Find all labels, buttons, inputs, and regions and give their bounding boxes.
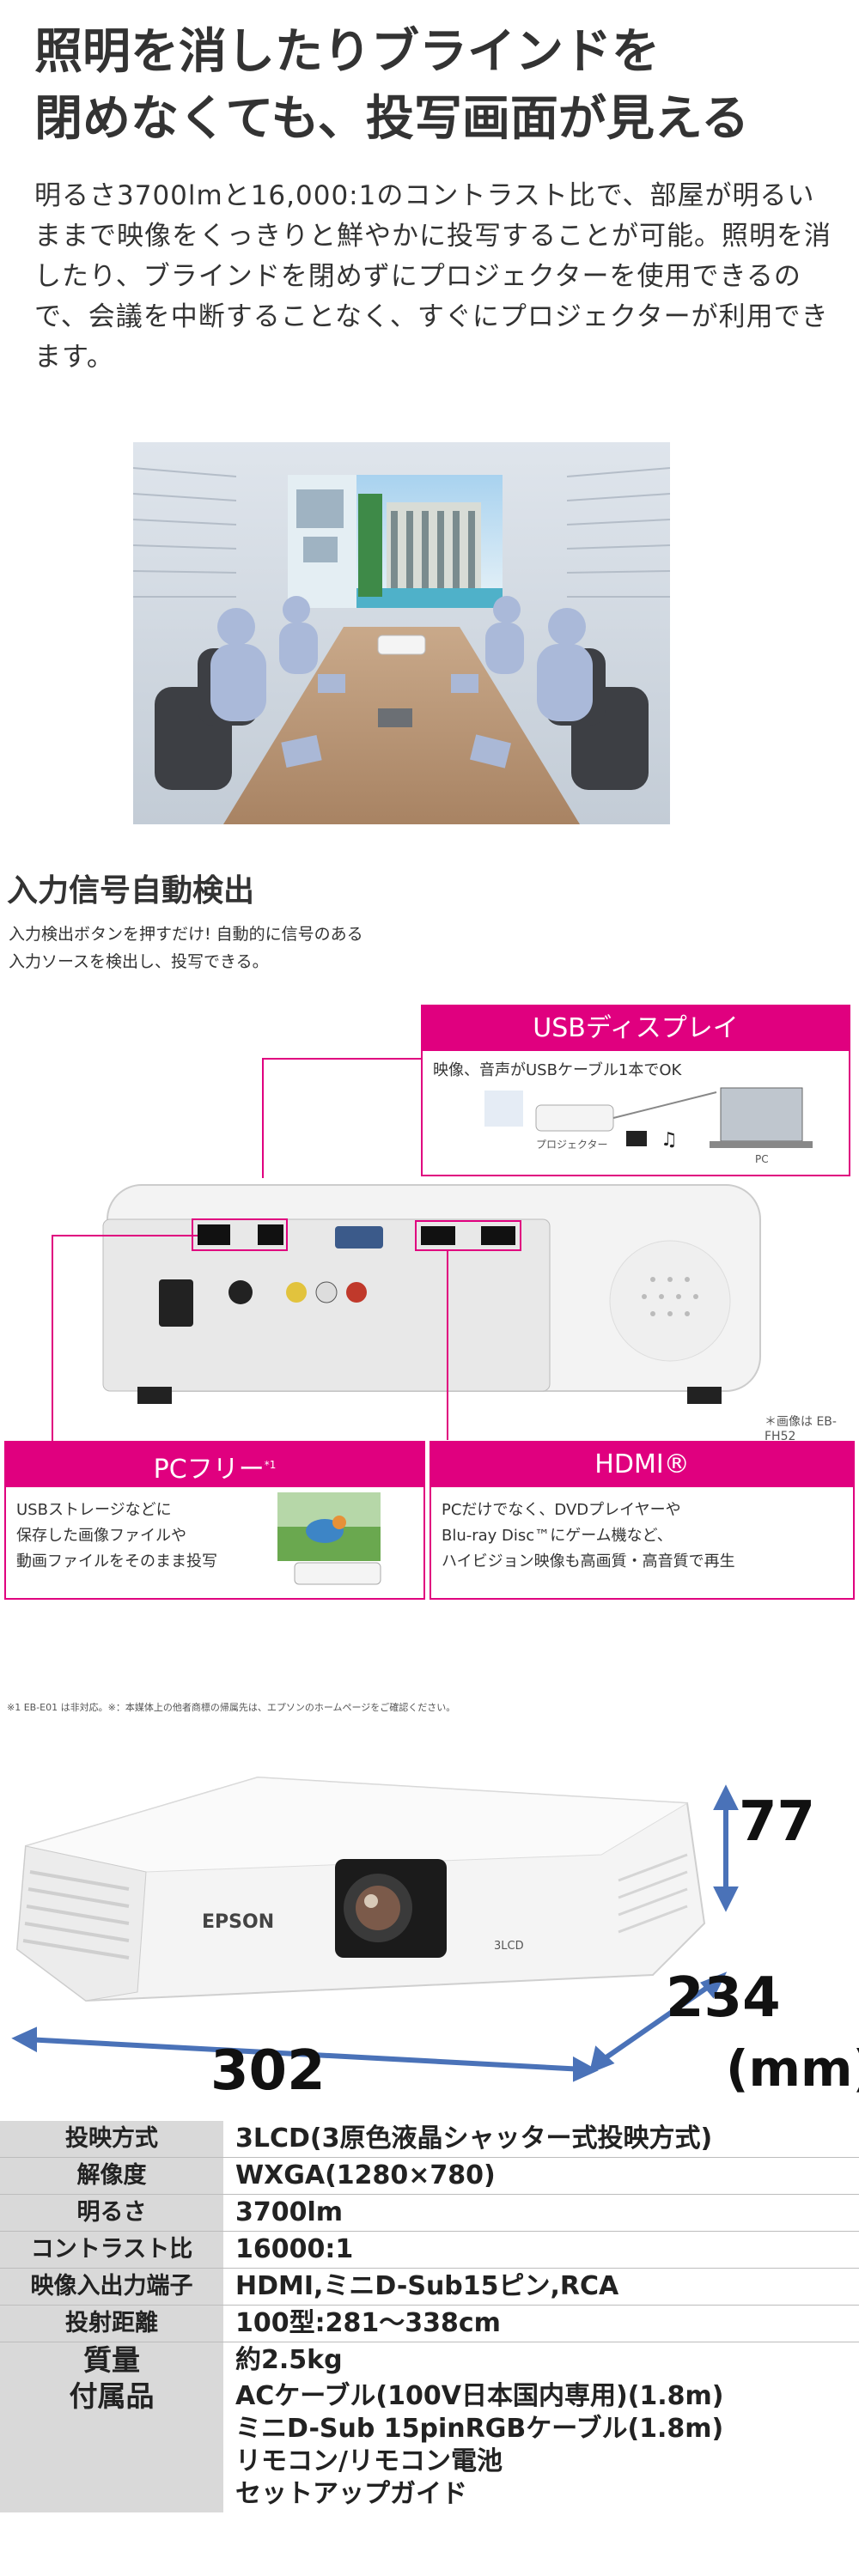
- usb-display-illustration: ♫ プロジェクター PC: [484, 1087, 813, 1165]
- spec-key: 付属品: [0, 2379, 223, 2512]
- footnote: ※1 EB-E01 は非対応。※：本媒体上の他者商標の帰属先は、エプソンのホーム…: [7, 1702, 456, 1713]
- spec-key: 投映方式: [0, 2121, 223, 2158]
- usb-connector-line: [262, 1058, 421, 1178]
- pc-free-body: USBストレージなどに 保存した画像ファイルや 動画ファイルをそのまま投写: [6, 1487, 423, 1585]
- spec-row: 解像度 WXGA(1280×780): [0, 2157, 859, 2195]
- image-note: ＊画像は EB-FH52: [765, 1415, 837, 1443]
- dimension-height: 77: [739, 1790, 816, 1854]
- spec-value: 3LCD(3原色液晶シャッター式投映方式): [223, 2121, 859, 2158]
- dimension-width: 302: [210, 2039, 326, 2103]
- spec-row: 質量 約2.5kg: [0, 2342, 859, 2379]
- spec-value: 約2.5kg: [235, 2345, 343, 2375]
- spec-row: 映像入出力端子 HDMI,ミニD-Sub15ピン,RCA: [0, 2268, 859, 2306]
- projector-front-illustration: EPSON 3LCD: [11, 1776, 739, 2082]
- hdmi-line3: ハイビジョン映像も高画質・高音質で再生: [442, 1552, 735, 1571]
- section-desc-line1: 入力検出ボタンを押すだけ! 自動的に信号のある: [9, 925, 363, 944]
- hdmi-connector-line: [447, 1249, 448, 1440]
- pc-free-line1: USBストレージなどに: [16, 1501, 172, 1519]
- spec-value: 3700lm: [223, 2194, 859, 2232]
- pc-free-line2: 保存した画像ファイルや: [16, 1527, 186, 1545]
- accessory-item: セットアップガイド: [235, 2479, 467, 2509]
- spec-value: 100型:281～338cm: [223, 2305, 859, 2342]
- headline: 照明を消したりブラインドを 閉めなくても、投写画面が見える: [34, 19, 842, 153]
- spec-value-list: ACケーブル(100V日本国内専用)(1.8m) ミニD-Sub 15pinRG…: [223, 2379, 859, 2512]
- headline-line1: 照明を消したりブラインドを: [34, 24, 660, 80]
- spec-key: 明るさ: [0, 2194, 223, 2232]
- spec-table: 投映方式 3LCD(3原色液晶シャッター式投映方式) 解像度 WXGA(1280…: [0, 2121, 859, 2512]
- pc-free-card: PCフリー*1 USBストレージなどに 保存した画像ファイルや 動画ファイルをそ…: [4, 1441, 425, 1600]
- spec-row: 明るさ 3700lm: [0, 2194, 859, 2232]
- hdmi-card: HDMI® PCだけでなく、DVDプレイヤーや Blu-ray Disc™にゲー…: [430, 1441, 855, 1600]
- meeting-room-illustration: [133, 442, 670, 824]
- meeting-room-photo: [133, 442, 670, 824]
- spec-value: 16000:1: [223, 2231, 859, 2269]
- hdmi-line1: PCだけでなく、DVDプレイヤーや: [442, 1501, 681, 1519]
- projector-rear-illustration: [102, 1184, 761, 1404]
- spec-row: 付属品 ACケーブル(100V日本国内専用)(1.8m) ミニD-Sub 15p…: [0, 2379, 859, 2512]
- pc-free-title-sup: *1: [264, 1459, 277, 1471]
- dimension-depth: 234: [666, 1966, 781, 2030]
- spec-row: 投映方式 3LCD(3原色液晶シャッター式投映方式): [0, 2121, 859, 2158]
- product-lcd-mark: 3LCD: [494, 1940, 524, 1953]
- pc-free-illustration: [277, 1492, 381, 1585]
- section-title-auto-detect: 入力信号自動検出: [7, 873, 255, 908]
- svg-text:♫: ♫: [661, 1129, 678, 1151]
- hdmi-title: HDMI®: [431, 1443, 853, 1487]
- pc-free-title-text: PCフリー: [153, 1455, 265, 1485]
- spec-row: コントラスト比 16000:1: [0, 2231, 859, 2269]
- dimension-unit: (mm): [726, 2039, 859, 2098]
- usb-label-pc: PC: [755, 1153, 769, 1165]
- pc-free-connector-line: [52, 1235, 198, 1441]
- spec-key: 解像度: [0, 2157, 223, 2195]
- spec-value: WXGA(1280×780): [223, 2157, 859, 2195]
- spec-key: 投射距離: [0, 2305, 223, 2342]
- hdmi-body: PCだけでなく、DVDプレイヤーや Blu-ray Disc™にゲーム機など、 …: [431, 1487, 853, 1585]
- usb-display-title: USBディスプレイ: [423, 1006, 849, 1051]
- usb-label-projector: プロジェクター: [536, 1139, 608, 1151]
- product-brand: EPSON: [202, 1911, 274, 1933]
- spec-row: 投射距離 100型:281～338cm: [0, 2305, 859, 2342]
- hdmi-line2: Blu-ray Disc™にゲーム機など、: [442, 1527, 673, 1545]
- accessory-item: ミニD-Sub 15pinRGBケーブル(1.8m): [235, 2414, 724, 2444]
- spec-key: コントラスト比: [0, 2231, 223, 2269]
- usb-display-body: 映像、音声がUSBケーブル1本でOK ♫ プロジェクター PC: [423, 1051, 849, 1185]
- usb-display-text: 映像、音声がUSBケーブル1本でOK: [433, 1061, 682, 1079]
- section-desc-line2: 入力ソースを検出し、投写できる。: [9, 952, 269, 971]
- spec-key: 映像入出力端子: [0, 2268, 223, 2306]
- pc-free-line3: 動画ファイルをそのまま投写: [16, 1552, 217, 1571]
- accessory-item: リモコン/リモコン電池: [235, 2446, 503, 2476]
- spec-key: 質量: [0, 2342, 223, 2379]
- usb-display-card: USBディスプレイ 映像、音声がUSBケーブル1本でOK ♫ プロジェクター P…: [421, 1005, 850, 1176]
- headline-line2: 閉めなくても、投写画面が見える: [34, 91, 750, 147]
- intro-text: 明るさ3700lmと16,000:1のコントラスト比で、部屋が明るいままで映像を…: [34, 180, 832, 373]
- spec-value: HDMI,ミニD-Sub15ピン,RCA: [223, 2268, 859, 2306]
- accessory-item: ACケーブル(100V日本国内専用)(1.8m): [235, 2381, 724, 2411]
- dimension-arrows: [11, 1784, 739, 2082]
- pc-free-title: PCフリー*1: [6, 1443, 423, 1487]
- section-desc-auto-detect: 入力検出ボタンを押すだけ! 自動的に信号のある 入力ソースを検出し、投写できる。: [9, 920, 363, 975]
